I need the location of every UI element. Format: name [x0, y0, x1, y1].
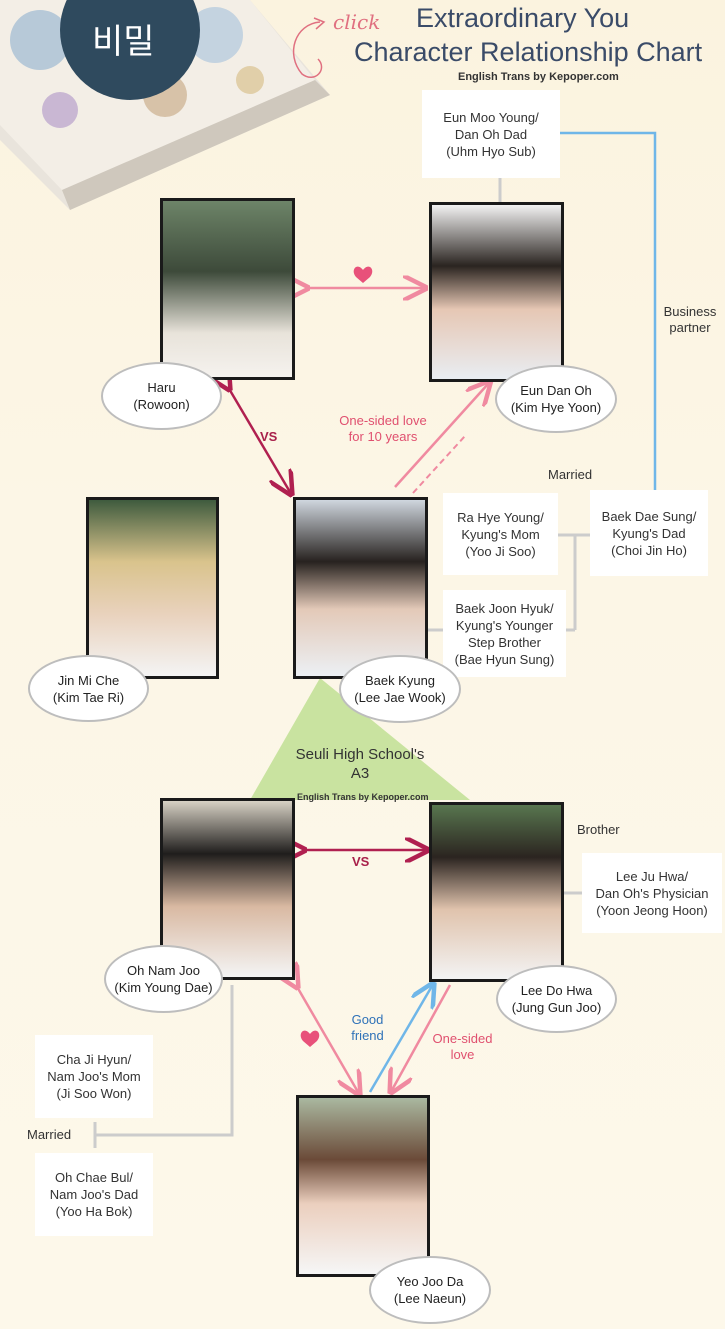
photo-eun-dan-oh [429, 202, 564, 382]
title-line-2: Character Relationship Chart [354, 37, 703, 67]
label-vs-top: VS [260, 429, 278, 444]
bubble-baek-kyung: Baek Kyung(Lee Jae Wook) [339, 655, 461, 723]
info-baek-joon-hyuk: Baek Joon Hyuk/ Kyung's Younger Step Bro… [443, 590, 566, 677]
info-eun-moo-young: Eun Moo Young/ Dan Oh Dad (Uhm Hyo Sub) [422, 90, 560, 178]
info-cha-ji-hyun: Cha Ji Hyun/ Nam Joo's Mom (Ji Soo Won) [35, 1035, 153, 1118]
photo-yeo-joo-da [296, 1095, 430, 1277]
bubble-jin-mi-che: Jin Mi Che(Kim Tae Ri) [28, 655, 149, 722]
photo-haru [160, 198, 295, 380]
credit-text-small: English Trans by Kepoper.com [297, 792, 429, 802]
bubble-haru: Haru(Rowoon) [101, 362, 222, 430]
book-title: 비밀 [92, 22, 155, 62]
label-married-bottom: Married [27, 1127, 72, 1142]
credit-text: English Trans by Kepoper.com [458, 71, 619, 83]
click-label[interactable]: click [333, 10, 381, 34]
bubble-yeo-joo-da: Yeo Joo Da(Lee Naeun) [369, 1256, 491, 1324]
info-lee-ju-hwa: Lee Ju Hwa/ Dan Oh's Physician (Yoon Jeo… [582, 853, 722, 933]
bubble-lee-do-hwa: Lee Do Hwa(Jung Gun Joo) [496, 965, 617, 1033]
label-brother: Brother [577, 822, 620, 837]
info-oh-chae-bul: Oh Chae Bul/ Nam Joo's Dad (Yoo Ha Bok) [35, 1153, 153, 1236]
label-vs-bottom: VS [352, 854, 370, 869]
info-baek-dae-sung: Baek Dae Sung/ Kyung's Dad (Choi Jin Ho) [590, 490, 708, 576]
info-ra-hye-young: Ra Hye Young/ Kyung's Mom (Yoo Ji Soo) [443, 493, 558, 575]
photo-jin-mi-che [86, 497, 219, 679]
title-line-1: Extraordinary You [416, 3, 630, 33]
bubble-oh-nam-joo: Oh Nam Joo(Kim Young Dae) [104, 945, 223, 1013]
photo-baek-kyung [293, 497, 428, 679]
bubble-eun-dan-oh: Eun Dan Oh(Kim Hye Yoon) [495, 365, 617, 433]
click-arrow-icon [292, 17, 326, 79]
photo-lee-do-hwa [429, 802, 564, 982]
label-married-top: Married [548, 467, 593, 482]
book-illustration [0, 0, 330, 210]
